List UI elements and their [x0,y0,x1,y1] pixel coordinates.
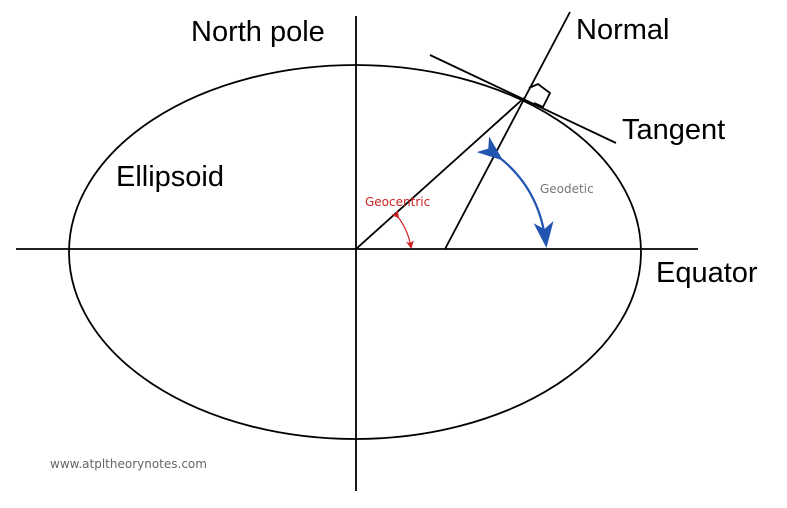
normal-line [444,11,571,250]
ellipsoid-outline [68,64,642,440]
geocentric-angle-arrow [391,209,414,249]
ellipsoid-label: Ellipsoid [116,161,224,193]
geodetic-angle-arrow [476,136,554,248]
geocentric-label: Geocentric [365,195,430,209]
right-angle-marker [528,82,552,109]
geocentric-radius-line [355,97,525,250]
geodetic-label: Geodetic [540,182,594,196]
equator-label: Equator [656,257,758,289]
tangent-label: Tangent [622,114,725,146]
normal-label: Normal [576,14,669,46]
watermark-url: www.atpltheorynotes.com [50,457,207,471]
north-pole-label: North pole [191,16,325,48]
tangent-line [429,54,617,144]
